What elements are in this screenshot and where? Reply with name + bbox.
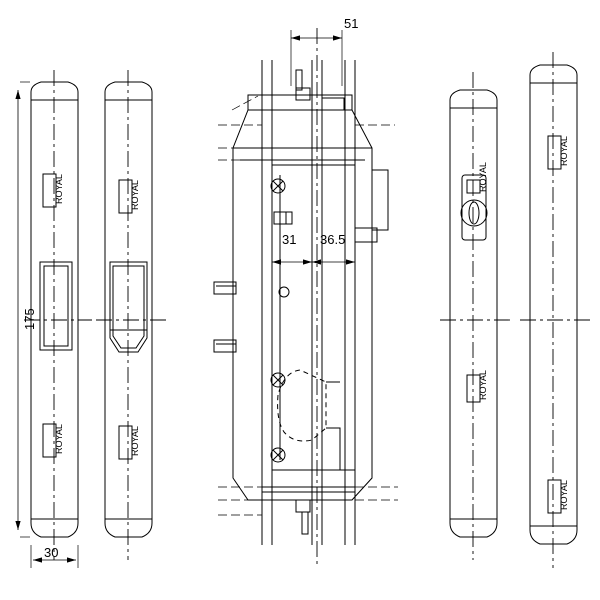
brand-label-view2-top: ROYAL	[130, 180, 140, 210]
brand-label-view1-bottom: ROYAL	[54, 424, 64, 454]
brand-label-view5-bottom: ROYAL	[559, 480, 569, 510]
dimension-31: 31	[282, 232, 297, 247]
brand-label-view5-top: ROYAL	[559, 136, 569, 166]
dimension-lines	[15, 35, 355, 563]
center-lines	[24, 28, 590, 568]
brand-label-view1-top: ROYAL	[54, 174, 64, 204]
dimension-51: 51	[344, 16, 359, 31]
view-1-front-plate	[30, 81, 79, 538]
view-3-section	[213, 60, 389, 545]
dimension-175: 175	[22, 308, 37, 330]
brand-label-view2-bottom: ROYAL	[130, 426, 140, 456]
dimension-30: 30	[44, 545, 59, 560]
brand-label-view4-top: ROYAL	[478, 162, 488, 192]
extension-lines	[20, 30, 398, 568]
view-2-side-plate	[104, 81, 153, 538]
dimension-36-5: 36.5	[320, 232, 346, 247]
brand-label-view4-mid: ROYAL	[478, 370, 488, 400]
view-4-cylinder-plate	[449, 89, 498, 538]
view-5-rear-plate	[529, 64, 578, 545]
